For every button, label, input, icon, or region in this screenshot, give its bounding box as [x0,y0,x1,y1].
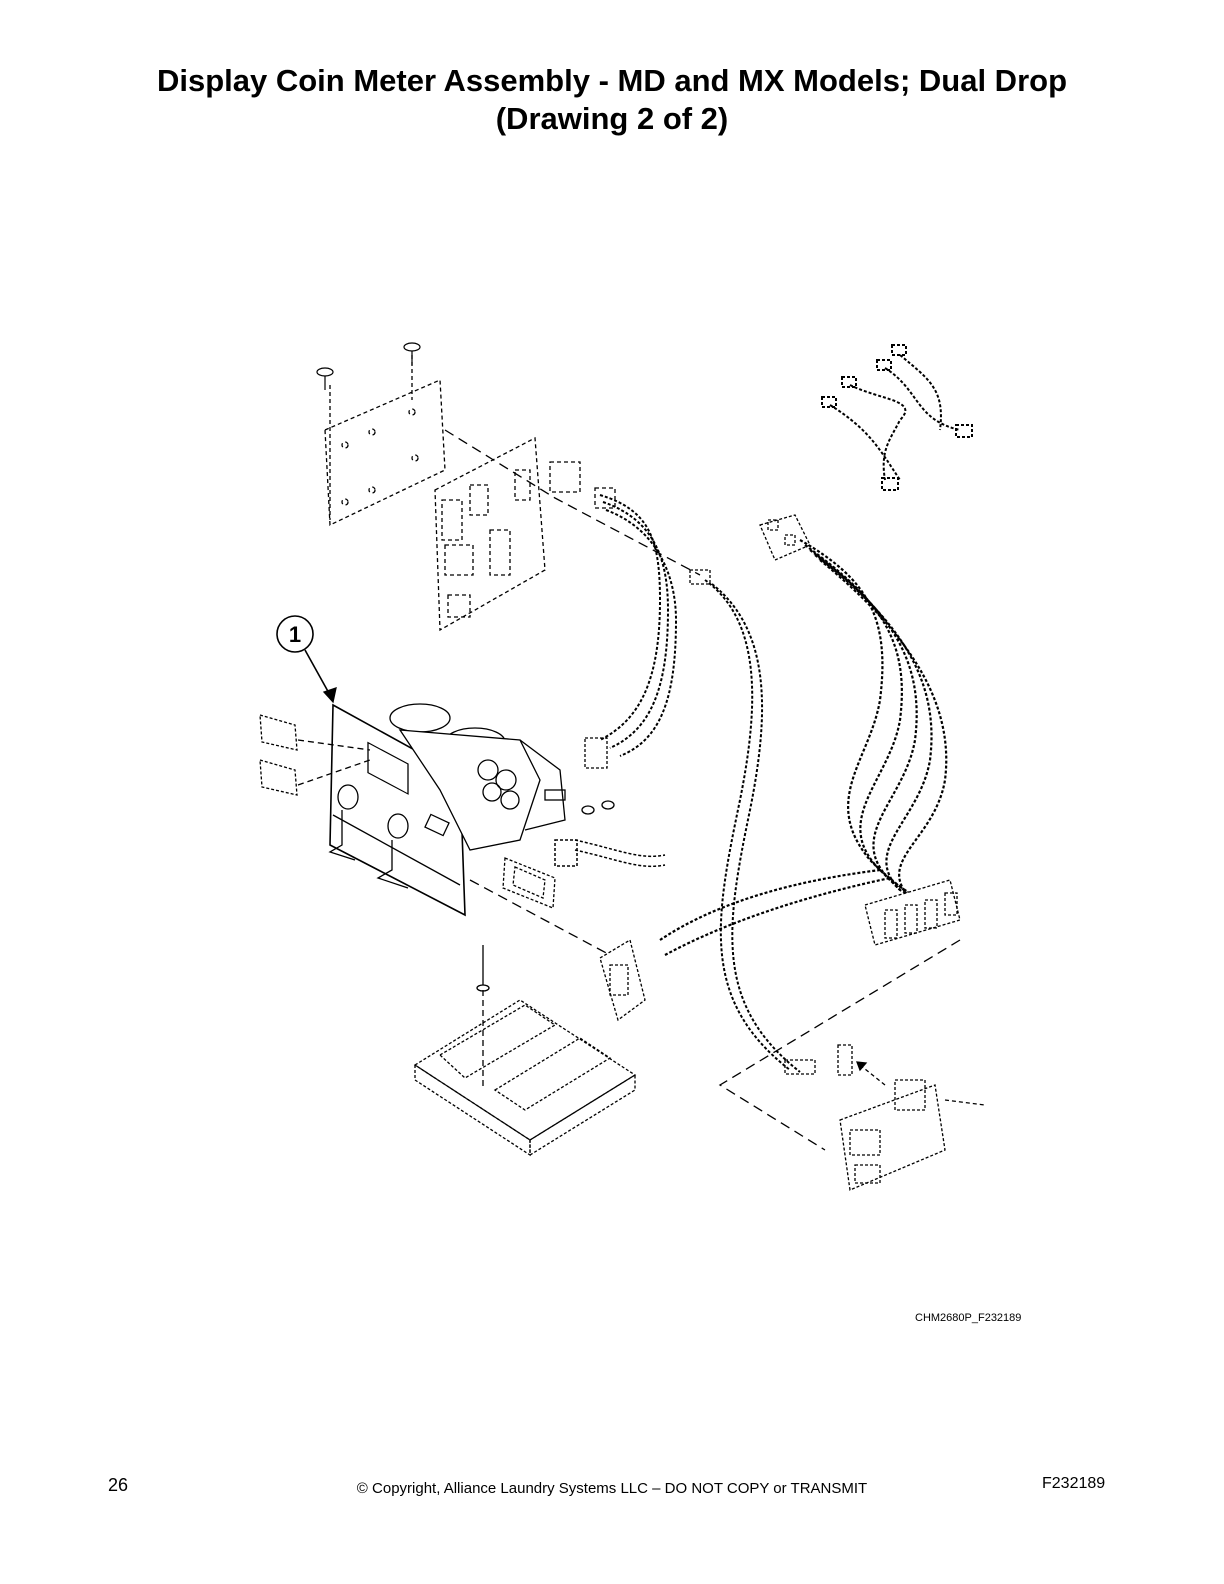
main-wire-harness [799,539,948,906]
multi-pin-connector [759,514,811,561]
callout-number: 1 [289,622,301,647]
arrow-head-icon [856,1061,868,1072]
gasket [502,857,556,909]
board-mount-dash [444,429,701,576]
inline-connector [584,569,711,769]
page-title: Display Coin Meter Assembly - MD and MX … [0,62,1224,138]
ribbon-cable [554,839,666,868]
inline-connector-2 [784,1059,816,1075]
module-arrow [859,1064,886,1086]
screw-lead [944,1099,986,1106]
control-board [434,436,616,632]
title-line-1: Display Coin Meter Assembly - MD and MX … [156,63,1068,98]
label-decal [259,714,298,796]
base-bracket [413,999,637,1157]
small-wire-harness [821,344,973,491]
screw-icon [316,342,421,390]
callout-1 [276,615,337,704]
plug-mount-dash [718,939,961,1151]
board-cable [599,494,678,757]
title-line-2: (Drawing 2 of 2) [495,101,729,136]
display-harness [659,868,891,956]
screw-icon-base [476,945,490,1090]
mounting-plate [324,355,446,527]
harness-connector [599,938,646,1022]
figure-id: CHM2680P_F232189 [915,1312,1022,1324]
assembly-dash [469,879,611,956]
relay-module [837,1044,946,1191]
copyright-notice: © Copyright, Alliance Laundry Systems LL… [356,1480,868,1497]
harness-plug [864,879,961,946]
nut-washer [581,800,615,815]
module-cable [704,579,801,1073]
page-number: 26 [108,1475,129,1495]
coin-mechanism [389,703,566,851]
document-code: F232189 [1042,1475,1106,1492]
